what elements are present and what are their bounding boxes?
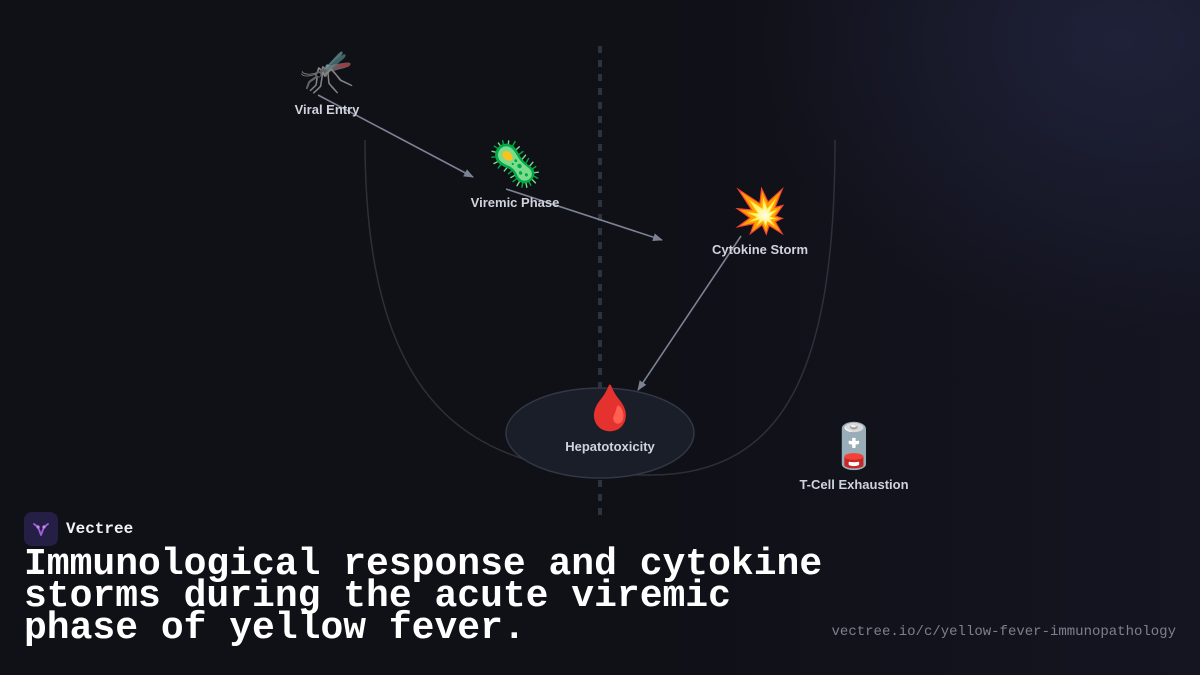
- edge-viremic-phase-to-cytokine-storm: [505, 188, 663, 242]
- u-curve: [364, 139, 836, 476]
- low-battery-icon: 🪫: [826, 422, 882, 471]
- node-viral-entry: 🦟 Viral Entry: [295, 46, 360, 117]
- node-label-hepatotoxicity: Hepatotoxicity: [565, 439, 655, 454]
- node-viremic-phase: 🦠 Viremic Phase: [471, 139, 560, 210]
- node-t-cell-exhaustion: 🪫 T-Cell Exhaustion: [799, 421, 908, 492]
- collision-icon: 💥: [732, 187, 788, 236]
- node-label-t-cell-exhaustion: T-Cell Exhaustion: [799, 477, 909, 492]
- microbe-icon: 🦠: [487, 140, 543, 189]
- edge-cytokine-storm-to-hepatotoxicity: [637, 235, 742, 391]
- page-title: Immunological response and cytokine stor…: [24, 543, 823, 650]
- source-url: vectree.io/c/yellow-fever-immunopatholog…: [831, 624, 1176, 640]
- node-label-cytokine-storm: Cytokine Storm: [711, 242, 809, 257]
- mosquito-icon: 🦟: [299, 47, 355, 96]
- basin-ellipse: [505, 387, 695, 479]
- vectree-logo-icon: [24, 512, 58, 546]
- brand: Vectree: [24, 512, 133, 546]
- edge-viral-entry-to-viremic-phase: [317, 94, 474, 178]
- node-cytokine-storm: 💥 Cytokine Storm: [712, 186, 808, 257]
- node-hepatotoxicity: 🩸 Hepatotoxicity: [565, 383, 655, 454]
- brand-name: Vectree: [66, 520, 134, 538]
- node-label-viremic-phase: Viremic Phase: [470, 195, 560, 210]
- node-label-viral-entry: Viral Entry: [294, 102, 360, 117]
- blood-drop-icon: 🩸: [582, 384, 638, 433]
